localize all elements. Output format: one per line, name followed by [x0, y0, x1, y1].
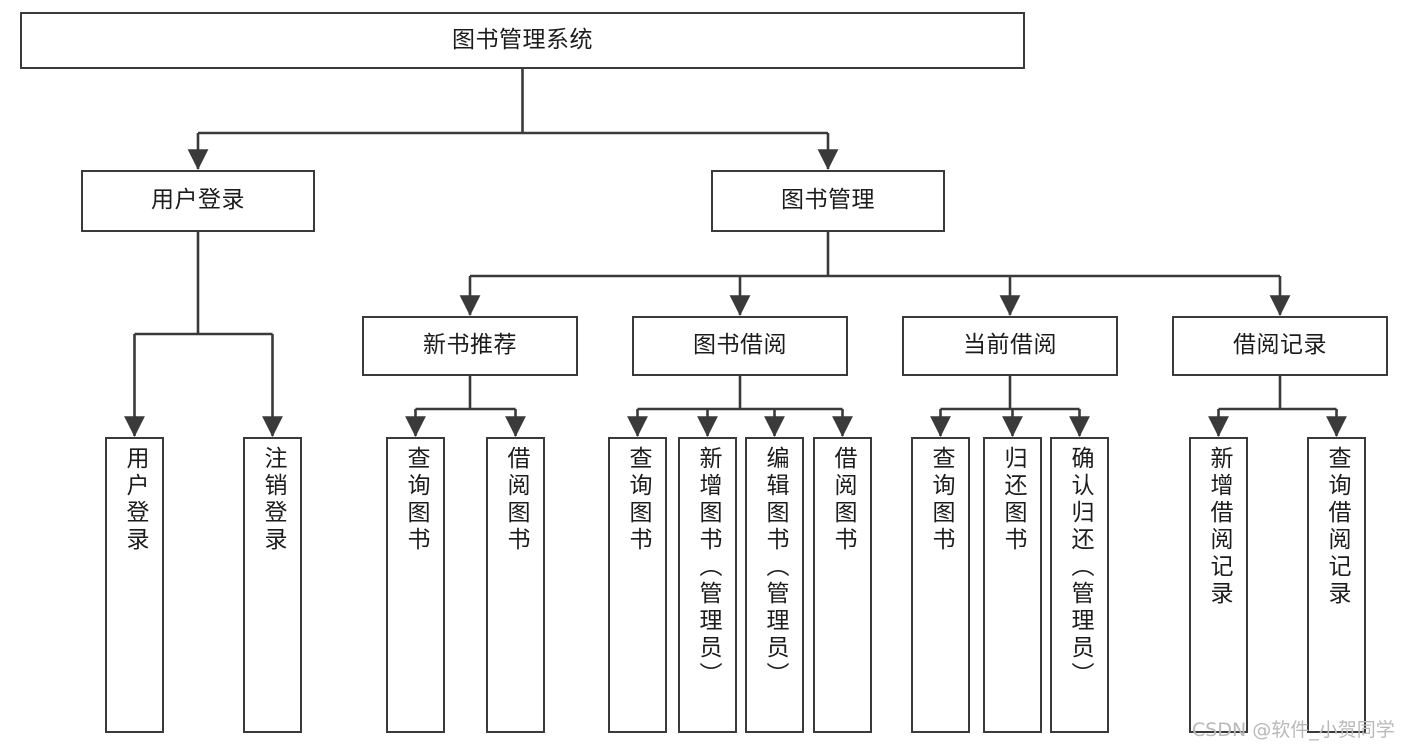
- node-label-leaf_5: 新增图书（管理员）: [695, 446, 721, 689]
- node-label-leaf_3: 借阅图书: [503, 446, 529, 554]
- node-l1_1[interactable]: 图书管理: [711, 170, 945, 232]
- node-l2_3[interactable]: 借阅记录: [1172, 316, 1388, 376]
- node-l2_1[interactable]: 图书借阅: [632, 316, 848, 376]
- node-leaf_7[interactable]: 借阅图书: [813, 437, 872, 733]
- node-leaf_5[interactable]: 新增图书（管理员）: [678, 437, 737, 733]
- node-label-leaf_10: 确认归还（管理员）: [1067, 446, 1093, 689]
- csdn-watermark: CSDN @软件_小贺同学: [1192, 719, 1395, 741]
- node-label-leaf_12: 查询借阅记录: [1324, 446, 1350, 608]
- node-label-l1_1: 图书管理: [781, 187, 875, 214]
- node-label-l2_3: 借阅记录: [1233, 332, 1327, 359]
- node-leaf_8[interactable]: 查询图书: [911, 437, 970, 733]
- node-l2_2[interactable]: 当前借阅: [902, 316, 1118, 376]
- node-leaf_6[interactable]: 编辑图书（管理员）: [745, 437, 804, 733]
- node-leaf_10[interactable]: 确认归还（管理员）: [1050, 437, 1109, 733]
- node-label-leaf_4: 查询图书: [625, 446, 651, 554]
- node-label-l1_0: 用户登录: [151, 187, 245, 214]
- node-leaf_12[interactable]: 查询借阅记录: [1307, 437, 1366, 733]
- node-label-root: 图书管理系统: [452, 26, 593, 53]
- node-label-leaf_0: 用户登录: [122, 446, 148, 554]
- node-leaf_0[interactable]: 用户登录: [105, 437, 164, 733]
- node-label-leaf_6: 编辑图书（管理员）: [762, 446, 788, 689]
- node-leaf_4[interactable]: 查询图书: [608, 437, 667, 733]
- node-label-l2_1: 图书借阅: [693, 332, 787, 359]
- node-l2_0[interactable]: 新书推荐: [362, 316, 578, 376]
- node-label-leaf_1: 注销登录: [260, 446, 286, 554]
- node-label-leaf_2: 查询图书: [403, 446, 429, 554]
- node-label-leaf_8: 查询图书: [928, 446, 954, 554]
- node-label-leaf_11: 新增借阅记录: [1206, 446, 1232, 608]
- node-label-l2_2: 当前借阅: [963, 332, 1057, 359]
- node-leaf_3[interactable]: 借阅图书: [486, 437, 545, 733]
- node-root[interactable]: 图书管理系统: [20, 12, 1025, 69]
- node-leaf_1[interactable]: 注销登录: [243, 437, 302, 733]
- node-label-leaf_7: 借阅图书: [830, 446, 856, 554]
- node-label-leaf_9: 归还图书: [1000, 446, 1026, 554]
- node-leaf_9[interactable]: 归还图书: [983, 437, 1042, 733]
- node-l1_0[interactable]: 用户登录: [81, 170, 315, 232]
- node-label-l2_0: 新书推荐: [423, 332, 517, 359]
- node-leaf_2[interactable]: 查询图书: [386, 437, 445, 733]
- node-leaf_11[interactable]: 新增借阅记录: [1189, 437, 1248, 733]
